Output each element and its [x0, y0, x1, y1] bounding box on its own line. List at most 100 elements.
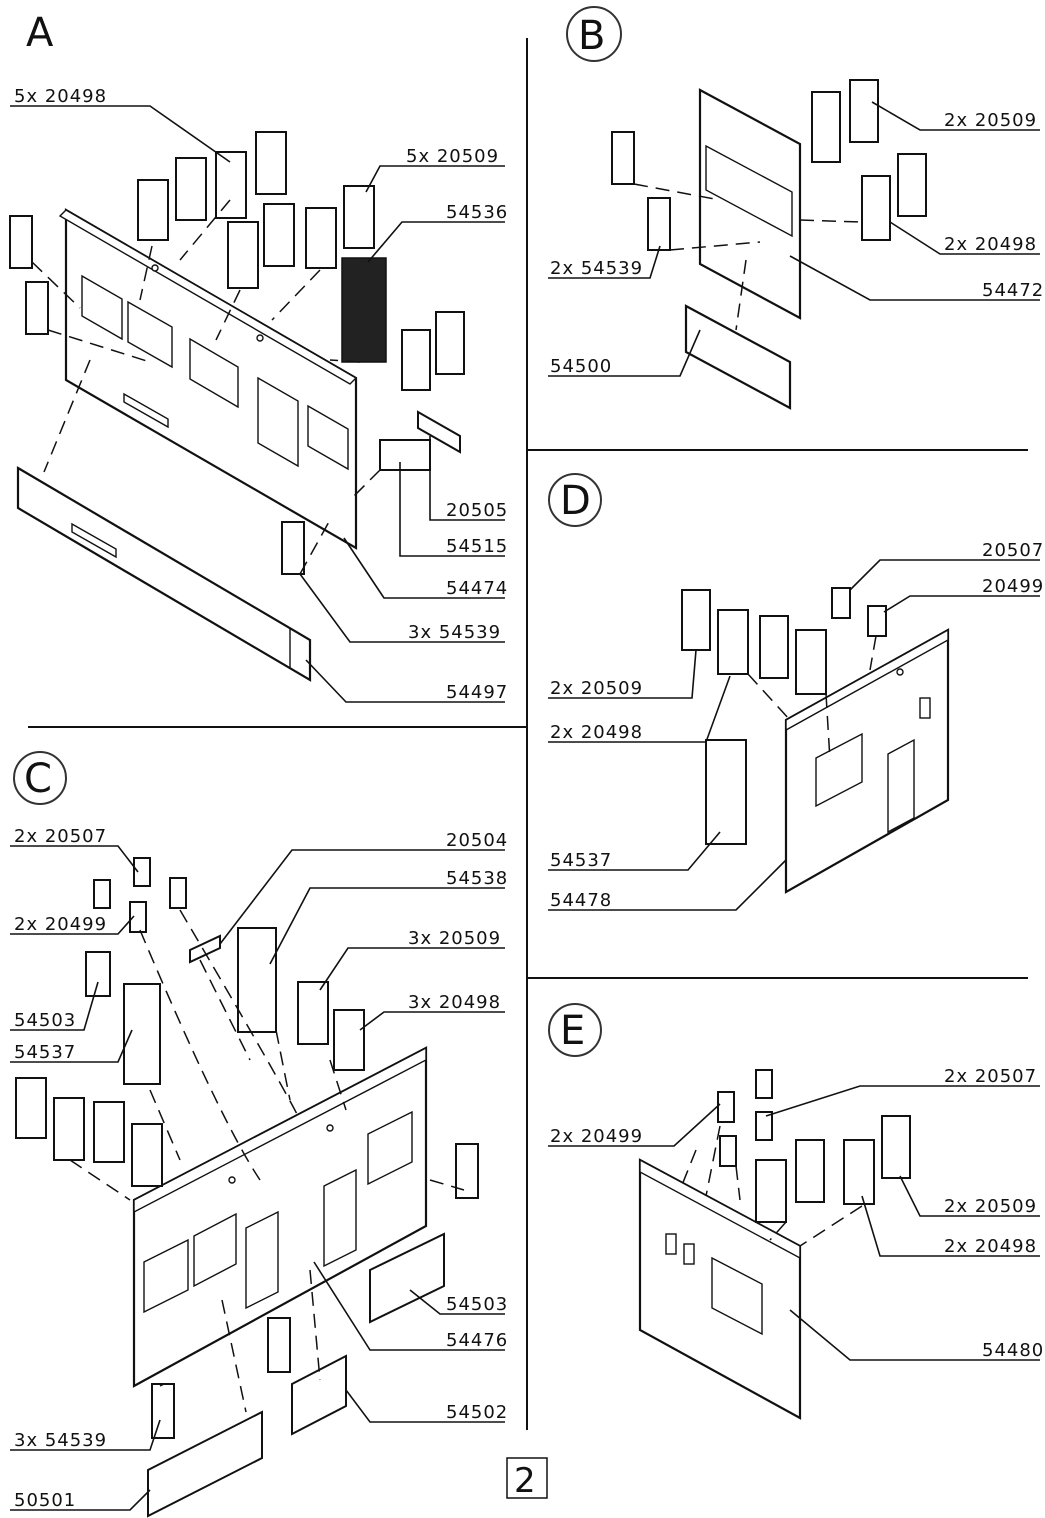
- window-20498-a4: [305, 207, 337, 269]
- wall-door-opening: [257, 376, 299, 468]
- label-a-6: 54474: [446, 578, 508, 599]
- wall-window-3: [189, 337, 239, 409]
- glass-20509-b2: [897, 153, 927, 217]
- window-20498-b1: [811, 91, 841, 163]
- label-c-11: 54502: [446, 1402, 508, 1423]
- window-20498-e1: [755, 1159, 787, 1223]
- leader-c-8: [359, 1011, 505, 1031]
- leader-c-10: [313, 1261, 505, 1351]
- leader-c-1: [10, 845, 139, 873]
- label-e-3: 2x 20509: [944, 1196, 1037, 1217]
- leader-d-6: [548, 859, 787, 911]
- part-54515: [379, 439, 431, 471]
- label-e-2: 2x 20499: [550, 1126, 643, 1147]
- label-c-5: 20504: [446, 830, 508, 851]
- label-b-2: 2x 20498: [944, 234, 1037, 255]
- assembly-lines-e: [679, 1125, 863, 1247]
- label-b-4: 54472: [982, 280, 1044, 301]
- section-d-letter: D: [560, 478, 591, 524]
- assembly-lines-c: [69, 909, 465, 1413]
- leader-e-2: [548, 1103, 721, 1147]
- glass-20509-d2: [759, 615, 789, 679]
- label-c-4: 54537: [14, 1042, 76, 1063]
- assembly-lines-b: [633, 183, 861, 331]
- panel-54502: [291, 1354, 347, 1436]
- wall-54472-window: [705, 144, 793, 238]
- base-54500: [684, 304, 792, 410]
- wall-window-1: [81, 274, 123, 341]
- label-c-9: 54503: [446, 1294, 508, 1315]
- leader-b-3: [548, 245, 661, 279]
- section-b: B 2x 20509 2x 20498 2x 54539 54472 54500: [548, 6, 1044, 410]
- leader-a-4: [429, 436, 505, 521]
- label-a-8: 54497: [446, 682, 508, 703]
- leader-c-11: [345, 1389, 505, 1423]
- label-b-1: 2x 20509: [944, 110, 1037, 131]
- leader-e-1: [765, 1085, 1040, 1117]
- label-b-3: 2x 54539: [550, 258, 643, 279]
- page-number-box: [506, 1457, 548, 1499]
- glass-20509-a2: [255, 131, 287, 195]
- label-a-1: 5x 20498: [14, 86, 107, 107]
- window-20498-a2: [215, 151, 247, 219]
- section-c: C: [10, 751, 508, 1518]
- label-e-4: 2x 20498: [944, 1236, 1037, 1257]
- glass-20507-c1: [133, 857, 151, 887]
- section-e: E 2x 20507 2x 20499 2x 20509 2x 20498 54…: [548, 1003, 1043, 1420]
- glass-20509-d1: [681, 589, 711, 651]
- section-b-circle: [566, 6, 622, 62]
- window-20498-b2: [861, 175, 891, 241]
- window-20498-c3: [333, 1009, 365, 1071]
- window-20498-e2: [843, 1139, 875, 1205]
- wall-54476-top: [133, 1046, 427, 1214]
- glass-20509-c2: [93, 1101, 125, 1163]
- leader-a-2: [365, 165, 505, 193]
- leader-b-4: [789, 255, 1040, 301]
- leader-a-5: [399, 462, 505, 557]
- vent-54539-c2: [267, 1317, 291, 1373]
- base-54497-slot: [71, 522, 117, 559]
- label-c-10: 54476: [446, 1330, 508, 1351]
- wall-d-window: [815, 732, 863, 808]
- label-c-12: 3x 54539: [14, 1430, 107, 1451]
- door-54537-d: [705, 739, 747, 845]
- leader-c-2: [10, 915, 135, 935]
- vent-54539-a2: [25, 281, 49, 335]
- label-d-6: 54478: [550, 890, 612, 911]
- label-c-13: 50501: [14, 1490, 76, 1511]
- glass-20509-c3: [297, 981, 329, 1045]
- label-d-1: 20507: [982, 540, 1044, 561]
- label-b-5: 54500: [550, 356, 612, 377]
- wall-c-window-3: [367, 1110, 413, 1186]
- leader-c-12: [10, 1419, 161, 1451]
- leader-e-5: [789, 1309, 1040, 1361]
- window-20498-a1: [137, 179, 169, 241]
- label-e-1: 2x 20507: [944, 1066, 1037, 1087]
- wall-c-hole-2: [326, 1124, 334, 1132]
- part-20505: [417, 410, 461, 454]
- wall-hole-1: [151, 264, 159, 272]
- leader-c-9: [409, 1289, 505, 1315]
- wall-window-2: [127, 300, 173, 369]
- vent-54539-c1: [455, 1143, 479, 1199]
- leader-b-5: [548, 329, 701, 377]
- base-54497: [16, 466, 312, 682]
- wall-54480-top: [639, 1158, 801, 1260]
- leader-d-5: [548, 831, 721, 871]
- door-54538: [237, 927, 277, 1033]
- label-a-7: 3x 54539: [408, 622, 501, 643]
- label-c-2: 2x 20499: [14, 914, 107, 935]
- leader-d-1: [849, 559, 1040, 591]
- vent-54539-c3: [151, 1383, 175, 1439]
- leader-b-1: [871, 101, 1040, 131]
- vent-54539-a3: [281, 521, 305, 575]
- wall-e-window: [711, 1256, 763, 1336]
- label-a-5: 54515: [446, 536, 508, 557]
- door-54536: [341, 257, 387, 363]
- label-c-8: 3x 20498: [408, 992, 501, 1013]
- leader-c-13: [10, 1489, 151, 1511]
- frame-20499-c1: [169, 877, 187, 909]
- wall-d-small-window: [919, 697, 931, 719]
- section-a: A: [9, 10, 508, 703]
- wall-e-small-window-1: [665, 1233, 677, 1255]
